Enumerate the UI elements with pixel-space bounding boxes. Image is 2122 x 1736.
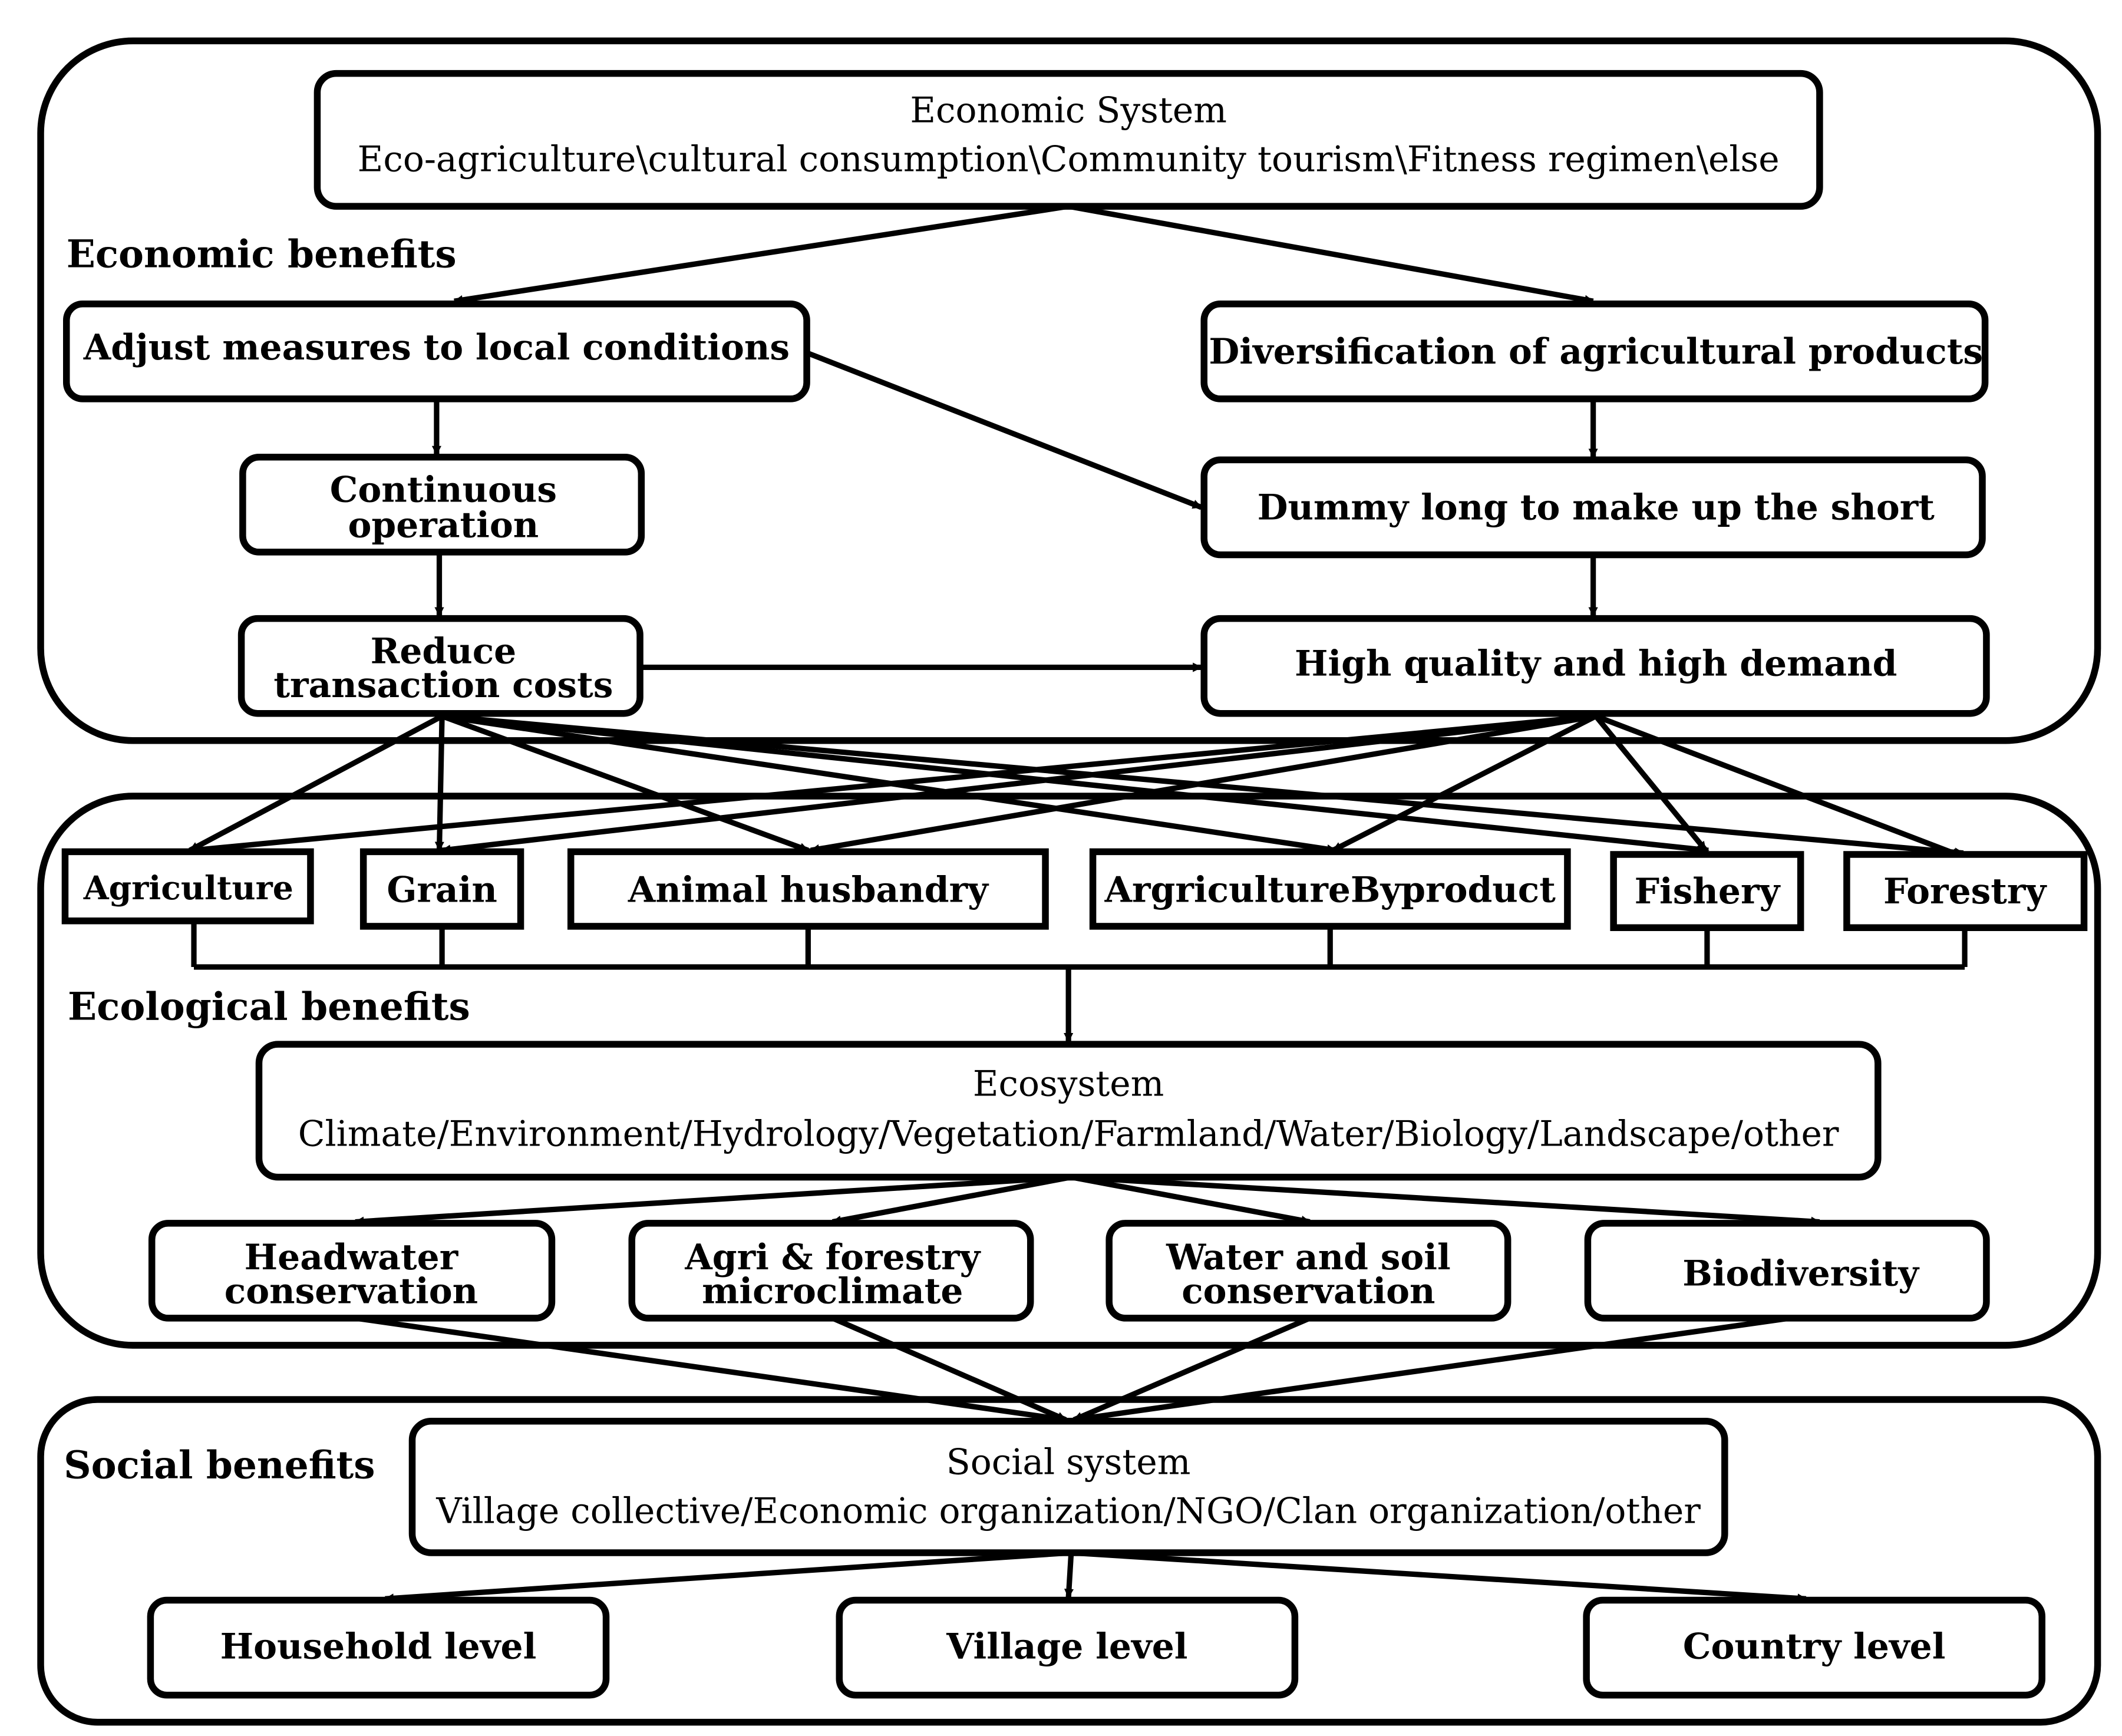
arrow-ecosystem-to-soil <box>1070 1174 1311 1225</box>
arrow-reduce-to-fishery <box>441 713 1710 854</box>
ecosystem-title: Ecosystem <box>973 1064 1164 1105</box>
arrow-system-to-adjust <box>453 203 1069 305</box>
sector-byproduct: ArgricultureByproduct <box>1089 848 1571 930</box>
sector-animal-husbandry: Animal husbandry <box>567 848 1049 930</box>
economic-system-node: Economic System Eco-agriculture\cultural… <box>313 70 1823 210</box>
arrow-reduce-to-agriculture <box>188 714 444 853</box>
diversification-node: Diversification of agricultural products <box>1200 301 1989 402</box>
arrow-hq-to-forestry <box>1595 713 1962 859</box>
arrow-ecosystem-to-headwater <box>354 1174 1072 1226</box>
arrows-reduce-to-sectors <box>188 713 1965 857</box>
dummy-long-label: Dummy long to make up the short <box>1258 487 1935 529</box>
ecosystem-node: Ecosystem Climate/Environment/Hydrology/… <box>255 1041 1882 1181</box>
arrow-social-to-country <box>1071 1550 1807 1603</box>
arrow-headwater-to-social <box>355 1315 1067 1424</box>
household-level-label: Household level <box>220 1626 537 1667</box>
continuous-label-2: operation <box>348 505 539 546</box>
sector-fishery-label: Fishery <box>1635 871 1781 912</box>
country-level-label: Country level <box>1683 1626 1946 1667</box>
village-level-node: Village level <box>836 1596 1299 1699</box>
high-quality-label: High quality and high demand <box>1295 643 1897 684</box>
reduce-label-1: Reduce <box>371 631 517 672</box>
agri-label-1: Agri & forestry <box>684 1237 981 1278</box>
arrow-hq-to-fishery <box>1593 714 1708 853</box>
arrow-hq-to-grain <box>441 713 1596 854</box>
social-system-node: Social system Village collective/Economi… <box>408 1418 1728 1556</box>
economic-section <box>37 37 2101 744</box>
arrow-hq-to-agriculture <box>192 713 1596 854</box>
economic-benefits-label: Economic benefits <box>67 233 457 277</box>
country-level-node: Country level <box>1583 1596 2045 1699</box>
arrow-ecosystem-to-agri <box>831 1174 1072 1225</box>
agri-label-2: microclimate <box>702 1271 963 1312</box>
economic-system-title: Economic System <box>910 90 1227 131</box>
soil-conservation-node: Water and soil conservation <box>1105 1220 1512 1322</box>
arrow-biodiversity-to-social <box>1072 1315 1790 1424</box>
arrow-system-to-diversification <box>1068 203 1595 305</box>
diversification-label: Diversification of agricultural products <box>1209 331 1983 372</box>
arrow-agri-to-social <box>831 1315 1067 1423</box>
social-section <box>37 1396 2101 1726</box>
ecological-benefits-label: Ecological benefits <box>68 985 470 1029</box>
adjust-measures-label: Adjust measures to local conditions <box>83 327 790 368</box>
ecological-section <box>37 793 2101 1349</box>
arrow-adjust-to-dummy <box>806 350 1203 510</box>
sector-fishery: Fishery <box>1610 851 1804 931</box>
arrow-soil-to-social <box>1072 1315 1311 1423</box>
social-system-subtitle: Village collective/Economic organization… <box>435 1490 1701 1532</box>
soil-label-1: Water and soil <box>1166 1237 1451 1278</box>
headwater-node: Headwater conservation <box>148 1220 556 1322</box>
sector-grain: Grain <box>359 848 524 930</box>
dummy-long-node: Dummy long to make up the short <box>1200 456 1986 559</box>
soil-label-2: conservation <box>1182 1271 1435 1312</box>
arrows-high-quality-to-sectors <box>192 713 1962 859</box>
arrow-hq-to-byproduct <box>1331 714 1598 853</box>
biodiversity-label: Biodiversity <box>1682 1253 1920 1295</box>
biodiversity-node: Biodiversity <box>1584 1220 1990 1322</box>
sector-agriculture: Agriculture <box>61 848 314 925</box>
headwater-label-1: Headwater <box>245 1237 459 1278</box>
headwater-label-2: conservation <box>225 1271 478 1312</box>
sector-bracket <box>191 920 1968 970</box>
social-system-title: Social system <box>946 1442 1191 1483</box>
social-benefits-label: Social benefits <box>64 1443 375 1487</box>
arrow-social-to-household <box>384 1550 1072 1603</box>
high-quality-node: High quality and high demand <box>1200 615 1990 717</box>
arrow-social-to-village <box>1064 1552 1074 1599</box>
continuous-label-1: Continuous <box>330 470 557 511</box>
continuous-operation-node: Continuous operation <box>239 454 645 556</box>
economic-system-subtitle: Eco-agriculture\cultural consumption\Com… <box>358 138 1780 180</box>
village-level-label: Village level <box>946 1626 1187 1667</box>
reduce-costs-node: Reduce transaction costs <box>237 615 643 717</box>
reduce-label-2: transaction costs <box>273 665 613 706</box>
household-level-node: Household level <box>147 1596 610 1699</box>
agri-forestry-node: Agri & forestry microclimate <box>628 1220 1034 1322</box>
sector-forestry: Forestry <box>1843 851 2088 931</box>
arrow-reduce-to-grain <box>434 716 445 852</box>
ecosystem-subtitle: Climate/Environment/Hydrology/Vegetation… <box>298 1114 1839 1155</box>
arrow-hq-to-animal <box>810 713 1597 854</box>
arrow-reduce-to-animal <box>441 713 809 853</box>
sector-agriculture-label: Agriculture <box>83 869 293 907</box>
sector-byproduct-label: ArgricultureByproduct <box>1104 870 1556 911</box>
arrow-ecosystem-to-biodiversity <box>1071 1174 1821 1226</box>
sector-forestry-label: Forestry <box>1883 871 2047 912</box>
adjust-measures-node: Adjust measures to local conditions <box>62 301 810 402</box>
sector-animal-label: Animal husbandry <box>628 870 989 911</box>
sector-grain-label: Grain <box>387 870 497 911</box>
